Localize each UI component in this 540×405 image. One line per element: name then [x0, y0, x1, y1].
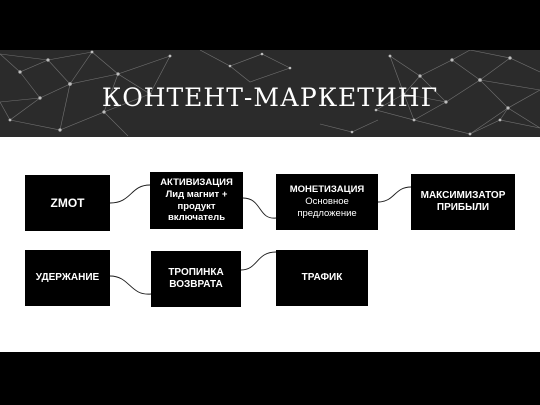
- node-traffic: ТРАФИК: [276, 250, 368, 306]
- node-maximizer-label: МАКСИМИЗАТОР ПРИБЫЛИ: [420, 189, 506, 214]
- node-retention: УДЕРЖАНИЕ: [25, 250, 110, 306]
- node-zmot-label: ZMOT: [50, 195, 85, 210]
- connector-retention-return: [109, 275, 152, 295]
- node-monetization-label: МОНЕТИЗАЦИЯ: [289, 184, 365, 196]
- node-activation: АКТИВИЗАЦИЯ Лид магнит + продукт включат…: [150, 172, 243, 229]
- network-pattern-decoration: [0, 50, 540, 137]
- node-return-path: ТРОПИНКА ВОЗВРАТА: [151, 251, 241, 307]
- node-activation-label: АКТИВИЗАЦИЯ: [160, 176, 233, 188]
- connector-activation-monetization: [242, 197, 277, 219]
- connector-return-traffic: [240, 251, 277, 271]
- node-zmot: ZMOT: [25, 175, 110, 231]
- node-return-path-label: ТРОПИНКА ВОЗВРАТА: [168, 266, 224, 291]
- node-traffic-label: ТРАФИК: [301, 271, 343, 283]
- connector-monetization-maximizer: [377, 186, 412, 203]
- title-banner: КОНТЕНТ-МАРКЕТИНГ: [0, 50, 540, 137]
- connector-zmot-activation: [109, 184, 151, 204]
- node-monetization: МОНЕТИЗАЦИЯ Основное предложение: [276, 174, 378, 230]
- bottom-bar: [0, 352, 540, 405]
- top-bar: [0, 0, 540, 50]
- node-maximizer: МАКСИМИЗАТОР ПРИБЫЛИ: [411, 174, 515, 230]
- node-activation-sub: Лид магнит + продукт включатель: [165, 188, 228, 224]
- node-monetization-sub: Основное предложение: [297, 196, 357, 219]
- node-retention-label: УДЕРЖАНИЕ: [35, 271, 100, 283]
- page-title: КОНТЕНТ-МАРКЕТИНГ: [101, 83, 439, 112]
